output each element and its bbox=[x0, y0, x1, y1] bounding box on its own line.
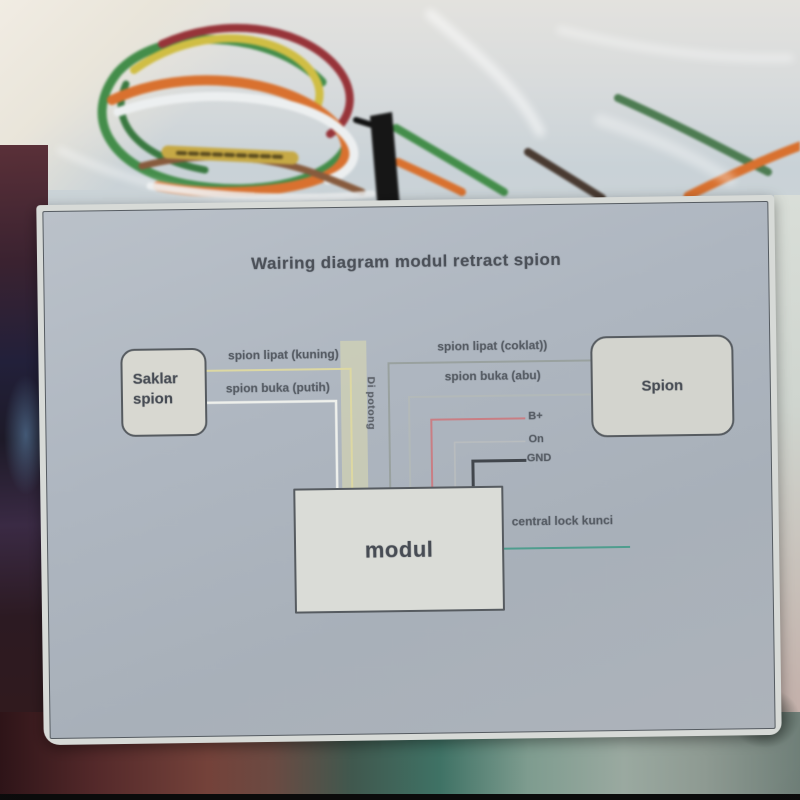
wire-central-lock bbox=[503, 545, 631, 550]
bag-fold-highlight bbox=[556, 26, 794, 63]
box-spion: Spion bbox=[590, 334, 735, 438]
bundle-wire-dark-red bbox=[158, 23, 354, 138]
wire-on bbox=[453, 440, 526, 489]
wire-b-plus bbox=[430, 417, 526, 489]
label-spion-buka-putih: spion buka (putih) bbox=[225, 380, 330, 396]
loose-wire-orange-right bbox=[683, 141, 800, 201]
cable-tie bbox=[370, 112, 400, 212]
wire-gnd bbox=[471, 458, 527, 489]
bundle-wire-white bbox=[113, 91, 359, 185]
bag-edge-highlight bbox=[57, 147, 303, 209]
label-b-plus: B+ bbox=[528, 410, 543, 423]
diagram-wires bbox=[205, 340, 631, 550]
box-modul: modul bbox=[293, 485, 505, 614]
wire-label-tag-print bbox=[176, 151, 286, 159]
bundle-wire-yellow bbox=[130, 34, 324, 116]
box-modul-label: modul bbox=[364, 536, 434, 563]
loose-wire-orange-mid bbox=[394, 158, 466, 196]
wire-kuning bbox=[205, 367, 354, 490]
label-spion-lipat-kuning: spion lipat (kuning) bbox=[227, 346, 339, 363]
label-gnd: GND bbox=[526, 452, 552, 465]
box-spion-label: Spion bbox=[641, 377, 684, 395]
diagram-paper: Wairing diagram modul retract spion Sakl… bbox=[36, 194, 782, 746]
wire-putih bbox=[205, 399, 339, 491]
label-central-lock-kunci: central lock kunci bbox=[511, 513, 614, 529]
wire-abu bbox=[407, 393, 592, 489]
wire-kuning-highlight-band bbox=[340, 340, 369, 489]
background-bottom-black-edge bbox=[0, 794, 800, 800]
box-saklar-spion: Saklar spion bbox=[120, 347, 208, 438]
loose-wire-dark-brown bbox=[524, 148, 606, 202]
label-on: On bbox=[528, 433, 544, 446]
bag-fold-highlight bbox=[594, 114, 736, 186]
label-di-potong: Di potong bbox=[364, 376, 378, 431]
label-spion-buka-abu: spion buka (abu) bbox=[444, 368, 541, 384]
wire-bundle-photo bbox=[97, 23, 800, 212]
bag-fold-highlight bbox=[425, 9, 545, 137]
box-saklar-spion-label: Saklar spion bbox=[132, 370, 178, 408]
loose-wire-green-mid bbox=[392, 124, 508, 196]
label-spion-lipat-coklat: spion lipat (coklat)) bbox=[437, 338, 548, 354]
wire-coklat bbox=[387, 359, 592, 490]
